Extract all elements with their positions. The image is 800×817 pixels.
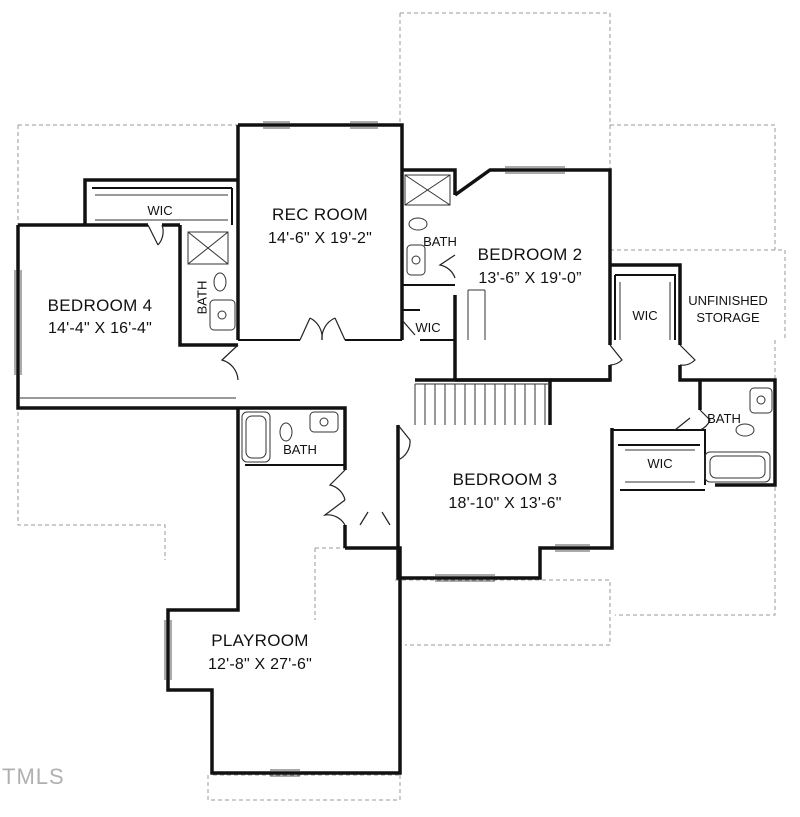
bath-bedroom4-label: BATH: [194, 280, 210, 315]
bedroom3-name: BEDROOM 3: [452, 470, 558, 489]
bedroom4-dims: 14'-4" X 16'-4": [47, 320, 153, 337]
watermark-logo: TMLS: [2, 764, 65, 789]
unfinished-storage-line1: UNFINISHED: [688, 293, 768, 308]
rec-room-name: REC ROOM: [272, 205, 368, 224]
bath-fixtures: [20, 174, 773, 483]
bedroom3-dims: 18'-10" X 13'-6": [448, 495, 562, 512]
bath-bedroom2-label: BATH: [423, 234, 457, 249]
playroom-name: PLAYROOM: [211, 631, 309, 650]
exterior-walls: [16, 123, 777, 775]
stairs: [414, 383, 550, 425]
windows: [14, 121, 590, 777]
interior-walls: [92, 187, 706, 491]
wic-bedroom4-label: WIC: [147, 203, 173, 218]
wic-bedroom2-label: WIC: [632, 308, 658, 323]
rec-room-dims: 14'-6" X 19'-2": [267, 230, 373, 247]
bedroom4-name: BEDROOM 4: [47, 296, 153, 315]
unfinished-storage-line2: STORAGE: [696, 310, 760, 325]
doors: [147, 224, 711, 526]
wic-bedroom3-label: WIC: [647, 456, 673, 471]
bedroom2-name: BEDROOM 2: [477, 245, 583, 264]
wic-rec-label: WIC: [415, 320, 441, 335]
bath-bedroom3-label: BATH: [707, 411, 741, 426]
bath-hall-label: BATH: [283, 442, 317, 457]
bedroom2-dims: 13'-6” X 19'-0”: [478, 270, 582, 287]
playroom-dims: 12'-8" X 27'-6": [207, 656, 313, 673]
